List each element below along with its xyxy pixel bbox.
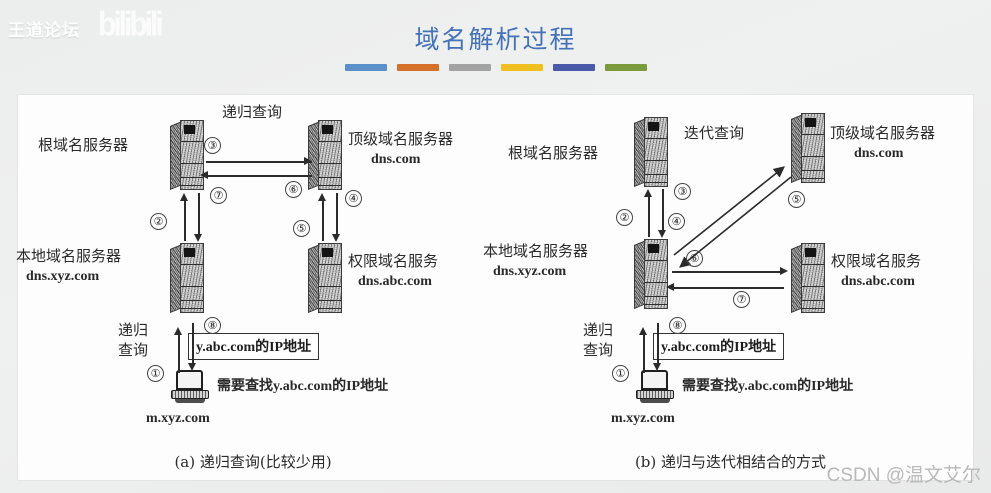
step-badge-5-b: ⑤ bbox=[788, 191, 805, 208]
arrow-head-8-b bbox=[653, 363, 661, 371]
page-title: 域名解析过程 bbox=[414, 26, 577, 54]
figure-panel: 递归查询 根域名服务器 顶级域名服务器 dns.com 本地域名服务器 dns.… bbox=[16, 95, 973, 480]
server-icon-local-b bbox=[634, 239, 668, 309]
arrow-line-6-a bbox=[208, 175, 312, 177]
label-query-mode-top-b: 迭代查询 bbox=[684, 124, 745, 142]
accent-bar-6 bbox=[604, 64, 647, 71]
accent-bar-3 bbox=[448, 64, 491, 71]
label-local-domain-a: dns.xyz.com bbox=[26, 269, 100, 284]
server-icon-root-a bbox=[170, 120, 204, 190]
ip-result-box-a: y.abc.com的IP地址 bbox=[188, 333, 320, 360]
step-badge-6-a: ⑥ bbox=[285, 181, 302, 198]
step-badge-8-b: ⑧ bbox=[669, 317, 686, 334]
label-auth-server-b: 权限域名服务 bbox=[831, 252, 922, 270]
arrow-head-7-b bbox=[666, 283, 674, 291]
step-badge-8-a: ⑧ bbox=[204, 317, 221, 334]
step-badge-4-a: ④ bbox=[345, 190, 362, 207]
accent-bar-4 bbox=[500, 64, 543, 71]
arrow-head-1-a bbox=[174, 327, 182, 335]
accent-bar-5 bbox=[552, 64, 595, 71]
caption-diagram-b: (b) 递归与迭代相结合的方式 bbox=[634, 453, 827, 471]
label-auth-domain-b: dns.abc.com bbox=[841, 274, 915, 289]
step-badge-2-a: ② bbox=[150, 213, 167, 230]
bilibili-ghost-logo: bilibili bbox=[98, 5, 164, 44]
step-badge-7-a: ⑦ bbox=[210, 187, 227, 204]
label-root-server-b: 根域名服务器 bbox=[508, 144, 599, 162]
arrow-line-1-a bbox=[178, 333, 180, 373]
label-host-domain-b: m.xyz.com bbox=[611, 411, 675, 426]
arrow-line-2-b bbox=[648, 195, 650, 237]
label-host-request-b: 需要查找y.abc.com的IP地址 bbox=[682, 379, 854, 394]
server-icon-root-b bbox=[634, 117, 668, 187]
accent-bar-1 bbox=[344, 64, 387, 71]
step-badge-7-b: ⑦ bbox=[733, 291, 750, 308]
label-auth-server-a: 权限域名服务 bbox=[348, 252, 439, 270]
server-icon-auth-a bbox=[308, 243, 342, 313]
arrow-line-7-a bbox=[198, 193, 200, 235]
arrow-line-4-a bbox=[336, 193, 338, 235]
arrow-line-6-b bbox=[672, 271, 784, 273]
label-query-mode-bottom-b1: 递归 bbox=[583, 321, 614, 339]
caption-diagram-a: (a) 递归查询(比较少用) bbox=[174, 453, 332, 471]
step-badge-6-b: ⑥ bbox=[686, 250, 703, 267]
accent-bar-row bbox=[344, 64, 647, 71]
arrow-line-7-b bbox=[674, 287, 784, 289]
arrow-head-6-b bbox=[780, 267, 788, 275]
arrow-line-8-a bbox=[192, 323, 194, 365]
label-query-mode-bottom-a1: 递归 bbox=[118, 321, 149, 339]
arrow-line-5-a bbox=[322, 199, 324, 241]
arrow-head-6-a bbox=[200, 171, 208, 179]
arrow-head-5-a bbox=[318, 193, 326, 201]
arrow-head-1-b bbox=[639, 327, 647, 335]
arrow-line-3-b bbox=[662, 189, 664, 231]
step-badge-3-b: ③ bbox=[674, 183, 691, 200]
server-icon-local-a bbox=[170, 243, 204, 313]
arrow-head-4-a bbox=[332, 234, 340, 242]
label-query-mode-top-a: 递归查询 bbox=[222, 103, 283, 121]
server-icon-tld-a bbox=[308, 120, 342, 190]
arrow-line-2-a bbox=[184, 199, 186, 241]
step-badge-2-b: ② bbox=[616, 209, 633, 226]
arrow-head-8-a bbox=[188, 363, 196, 371]
accent-bar-2 bbox=[396, 64, 439, 71]
step-badge-4-b: ④ bbox=[668, 213, 685, 230]
arrow-head-3-b bbox=[658, 230, 666, 238]
label-tld-domain-b: dns.com bbox=[854, 146, 904, 161]
step-badge-1-b: ① bbox=[612, 365, 629, 382]
arrow-head-3-a bbox=[304, 157, 312, 165]
label-tld-server-a: 顶级域名服务器 bbox=[348, 130, 454, 148]
label-tld-domain-a: dns.com bbox=[371, 152, 421, 167]
label-local-server-b: 本地域名服务器 bbox=[483, 242, 589, 260]
label-query-mode-bottom-b2: 查询 bbox=[583, 341, 614, 359]
label-root-server-a: 根域名服务器 bbox=[38, 136, 129, 154]
diagram-recursive-iterative-query: 迭代查询 根域名服务器 顶级域名服务器 dns.com 本地域名服务器 dns.… bbox=[483, 95, 973, 480]
step-badge-1-a: ① bbox=[147, 365, 164, 382]
label-local-server-a: 本地域名服务器 bbox=[16, 247, 122, 265]
arrow-head-2-b bbox=[644, 189, 652, 197]
label-host-request-a: 需要查找y.abc.com的IP地址 bbox=[217, 379, 389, 394]
forum-brand-logo: 王道论坛 bbox=[8, 21, 80, 40]
arrow-line-1-b bbox=[643, 333, 645, 373]
label-local-domain-b: dns.xyz.com bbox=[493, 264, 567, 279]
label-auth-domain-a: dns.abc.com bbox=[358, 274, 432, 289]
step-badge-3-a: ③ bbox=[204, 137, 221, 154]
host-laptop-shape-a bbox=[171, 370, 209, 404]
arrow-line-8-b bbox=[657, 323, 659, 365]
csdn-watermark: CSDN @温文艾尔 bbox=[826, 465, 981, 486]
step-badge-5-a: ⑤ bbox=[293, 220, 310, 237]
label-tld-server-b: 顶级域名服务器 bbox=[830, 124, 936, 142]
server-icon-tld-b bbox=[791, 113, 825, 183]
diagram-recursive-query: 递归查询 根域名服务器 顶级域名服务器 dns.com 本地域名服务器 dns.… bbox=[16, 95, 488, 480]
arrow-line-3-a bbox=[206, 161, 312, 163]
arrow-head-7-a bbox=[194, 234, 202, 242]
label-query-mode-bottom-a2: 查询 bbox=[118, 341, 149, 359]
arrow-head-2-a bbox=[180, 193, 188, 201]
host-laptop-icon-b bbox=[636, 370, 674, 404]
label-host-domain-a: m.xyz.com bbox=[146, 411, 210, 426]
ip-result-box-b: y.abc.com的IP地址 bbox=[653, 333, 785, 360]
server-icon-auth-b bbox=[791, 243, 825, 313]
